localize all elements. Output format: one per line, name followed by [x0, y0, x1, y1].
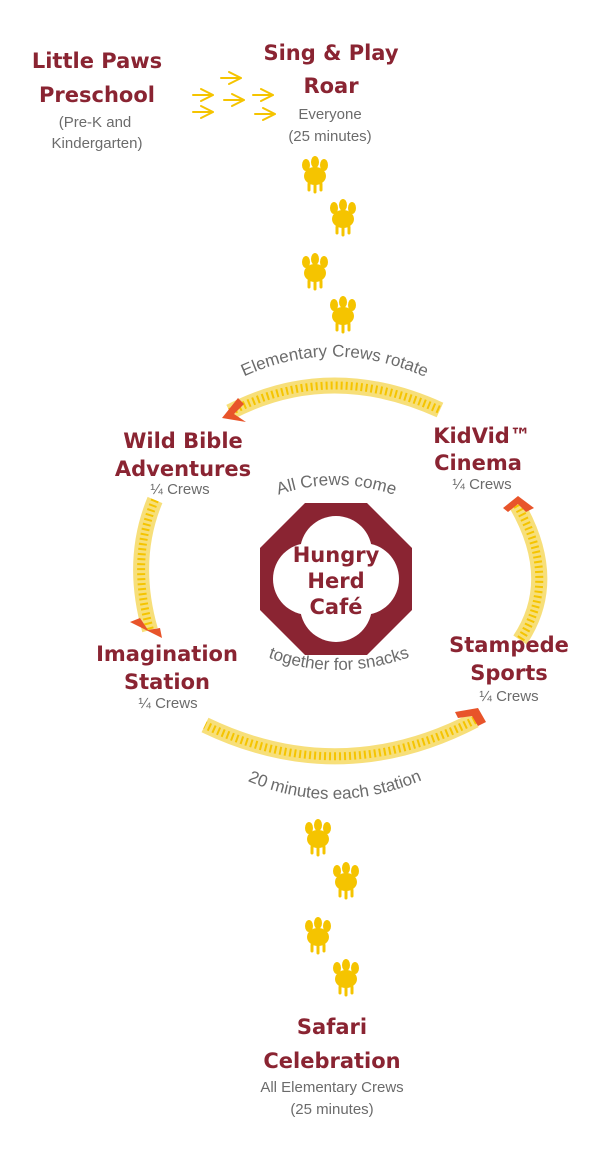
cafe-line-1: Hungry [293, 543, 380, 567]
paw-print-icon [328, 294, 358, 334]
station-stampede: Stampede Sports ¼ Crews [449, 633, 569, 705]
rotation-bottom-label: 20 minutes each station [246, 766, 424, 803]
sing-play-title-2: Roar [303, 74, 359, 98]
paw-print-icon [328, 197, 358, 237]
sing-play-title-1: Sing & Play [263, 41, 398, 65]
preschool-title-1: Little Paws [32, 49, 162, 73]
stampede-sub: ¼ Crews [479, 688, 538, 705]
paw-trail-top [300, 154, 358, 334]
wild-bible-title-2: Adventures [115, 457, 251, 481]
kidvid-title-2: Cinema [434, 451, 522, 475]
preschool-block: Little Paws Preschool (Pre-K and Kinderg… [32, 49, 162, 152]
bird-track-icon [192, 71, 276, 121]
station-kidvid: KidVid™ Cinema ¼ Crews [433, 424, 531, 493]
paw-print-icon [331, 860, 361, 900]
paw-trail-bottom [303, 817, 361, 997]
sing-play-sub-2: (25 minutes) [288, 128, 371, 145]
safari-block: Safari Celebration All Elementary Crews … [260, 1015, 403, 1118]
rotation-track [133, 377, 548, 765]
station-wild-bible: Wild Bible Adventures ¼ Crews [115, 429, 251, 498]
sing-play-sub-1: Everyone [298, 106, 361, 123]
cafe-line-2: Herd [307, 569, 364, 593]
stampede-title-1: Stampede [449, 633, 569, 657]
stampede-title-2: Sports [470, 661, 547, 685]
safari-title-1: Safari [297, 1015, 367, 1039]
paw-print-icon [303, 817, 333, 857]
preschool-sub-1: (Pre-K and [59, 114, 132, 131]
wild-bible-title-1: Wild Bible [123, 429, 243, 453]
preschool-sub-2: Kindergarten) [52, 135, 143, 152]
cafe-block: All Crews come Hungry Herd Café together… [260, 470, 412, 674]
kidvid-title-1: KidVid™ [433, 424, 531, 448]
chevron-arrow-icon [130, 398, 534, 726]
safari-sub-2: (25 minutes) [290, 1101, 373, 1118]
safari-sub-1: All Elementary Crews [260, 1079, 403, 1096]
paw-print-icon [331, 957, 361, 997]
safari-title-2: Celebration [263, 1049, 400, 1073]
paw-print-icon [300, 154, 330, 194]
rotation-top-label: Elementary Crews rotate [238, 341, 431, 380]
sing-play-block: Sing & Play Roar Everyone (25 minutes) [263, 41, 398, 145]
wild-bible-sub: ¼ Crews [150, 481, 209, 498]
cafe-quatrefoil [273, 516, 399, 642]
preschool-title-2: Preschool [39, 83, 155, 107]
paw-print-icon [300, 251, 330, 291]
kidvid-sub: ¼ Crews [452, 476, 511, 493]
cafe-line-3: Café [310, 595, 363, 619]
paw-print-icon [303, 915, 333, 955]
imagination-title-2: Station [124, 670, 210, 694]
station-imagination: Imagination Station ¼ Crews [96, 642, 238, 712]
imagination-title-1: Imagination [96, 642, 238, 666]
cafe-top-label: All Crews come [274, 470, 399, 499]
imagination-sub: ¼ Crews [138, 695, 197, 712]
